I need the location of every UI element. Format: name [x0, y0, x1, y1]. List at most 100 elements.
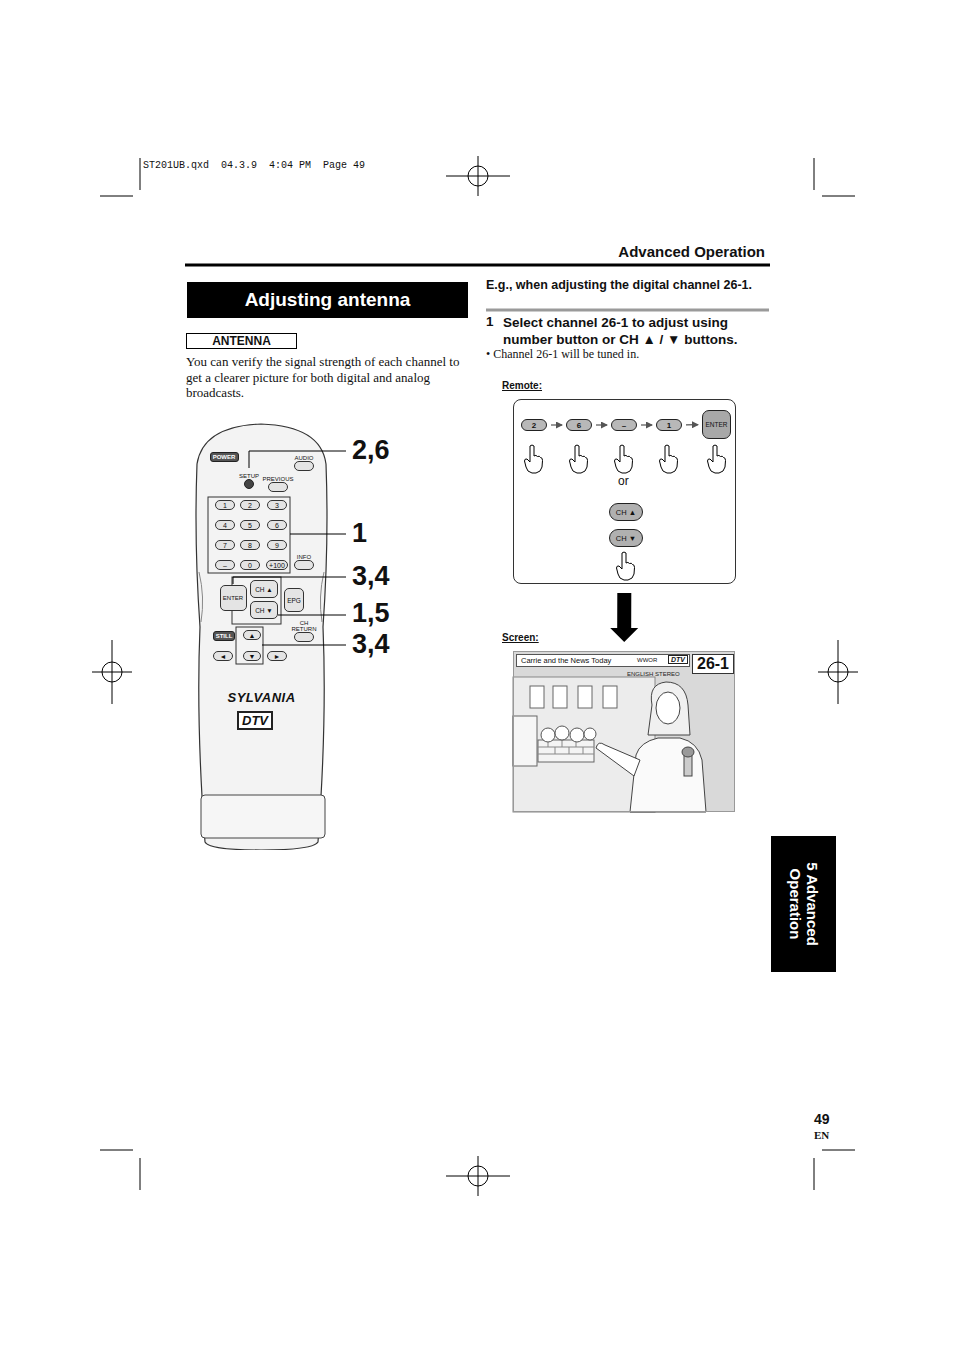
body-text: You can verify the signal strength of ea…: [186, 354, 470, 401]
node-text: 9: [275, 542, 279, 549]
node-text: or: [618, 474, 629, 488]
node-text: 5: [248, 522, 252, 529]
node-text: SETUP: [239, 473, 259, 479]
button: ▼: [243, 651, 261, 661]
node-text: INFO: [297, 554, 311, 560]
callout-number: 3,4: [352, 561, 390, 592]
node-text: AUDIO: [294, 455, 313, 461]
button: 4: [215, 520, 235, 530]
title-bar: Adjusting antenna: [187, 282, 468, 318]
node-text: ◄: [220, 653, 227, 660]
page-number: 49: [814, 1111, 830, 1127]
button: 5: [240, 520, 260, 530]
button: CH RETURN: [294, 632, 314, 642]
button: ►: [267, 651, 287, 661]
node-text: 1: [667, 421, 671, 430]
node-text: Adjusting antenna: [245, 289, 411, 311]
leader-lines: [233, 451, 346, 645]
node-text: 4: [223, 522, 227, 529]
callout-number: 3,4: [352, 629, 390, 660]
figure-caption: Screen:: [502, 632, 539, 643]
node-text: STILL: [216, 633, 233, 639]
button: +100: [266, 560, 288, 570]
node-text: CH ▼: [616, 534, 636, 543]
logo: DTV: [668, 655, 688, 664]
button: ▲: [243, 630, 261, 640]
example-note: E.g., when adjusting the digital channel…: [486, 278, 752, 292]
connector: [610, 593, 638, 642]
button: EPG: [284, 588, 304, 612]
node-text: PREVIOUS: [262, 476, 293, 482]
button: 8: [240, 540, 260, 550]
node-text: ▼: [249, 653, 256, 660]
program-banner: Carrie and the News Today WWOR: [516, 654, 690, 667]
button: 9: [267, 540, 287, 550]
node-text: CH RETURN: [287, 620, 321, 632]
running-header: Advanced Operation: [565, 243, 765, 260]
button: ENTER: [702, 410, 731, 439]
node-text: ENGLISH STEREO: [627, 671, 680, 677]
node-text: –: [223, 562, 227, 569]
button: ◄: [213, 651, 233, 661]
node-text: 5 Advanced Operation: [786, 852, 821, 956]
step-rule: [486, 309, 769, 312]
remote-body: SYLVANIAPOWERAUDIOSETUPPREVIOUS123456789…: [193, 422, 330, 850]
pointing-hands: [525, 445, 726, 580]
button: CH ▲: [250, 580, 278, 598]
button: 6: [267, 520, 287, 530]
button: INFO: [294, 560, 314, 570]
crop-marks: [92, 156, 858, 1196]
button: 2: [521, 419, 547, 431]
connector: [551, 425, 562, 426]
node-text: 2: [532, 421, 536, 430]
node-text: +100: [269, 562, 285, 569]
step-text: Select channel 26-1 to adjust using numb…: [503, 314, 755, 348]
connector: [641, 425, 652, 426]
button: 0: [240, 560, 260, 570]
button: 6: [566, 419, 592, 431]
node-text: 26-1: [697, 655, 729, 673]
logo: DTV: [237, 711, 273, 730]
node-text: Carrie and the News Today: [521, 656, 611, 665]
node-text: ►: [274, 653, 281, 660]
callout-number: 1: [352, 518, 367, 549]
button: –: [215, 560, 235, 570]
button: –: [611, 419, 637, 431]
node-text: ENTER: [705, 421, 727, 428]
figure-caption: Remote:: [502, 380, 542, 391]
button: 1: [215, 500, 235, 510]
connector: [686, 424, 698, 425]
remote-panel: or 2 6 – 1 ENTER CH ▲ CH ▼: [513, 399, 736, 584]
bullet-note: • Channel 26-1 will be tuned in.: [486, 347, 639, 362]
node-text: SYLVANIA: [193, 690, 330, 705]
button: 2: [240, 500, 260, 510]
tv-screen: ENGLISH STEREO Carrie and the News Today W…: [513, 651, 735, 812]
button: 7: [215, 540, 235, 550]
button: ENTER: [220, 585, 247, 611]
header-rule: [185, 264, 770, 267]
button: 1: [656, 419, 682, 431]
button: CH ▼: [609, 529, 643, 547]
step-number: 1: [486, 314, 494, 329]
node-text: ▲: [249, 632, 256, 639]
node-text: WWOR: [637, 657, 657, 663]
node-text: CH ▲: [616, 508, 636, 517]
button: PREVIOUS: [268, 482, 288, 492]
node-text: ENTER: [223, 595, 243, 601]
node-text: 3: [275, 502, 279, 509]
button: SETUP: [244, 479, 254, 489]
connector: [596, 425, 607, 426]
callout-number: 2,6: [352, 435, 390, 466]
button: CH ▼: [250, 601, 278, 619]
node-text: –: [622, 421, 626, 430]
section-tag: ANTENNA: [186, 333, 297, 349]
node-text: 6: [577, 421, 581, 430]
node-text: POWER: [213, 454, 236, 460]
node-text: ANTENNA: [212, 334, 271, 348]
language-code: EN: [814, 1129, 829, 1141]
node-text: 0: [248, 562, 252, 569]
button: POWER: [210, 452, 239, 462]
